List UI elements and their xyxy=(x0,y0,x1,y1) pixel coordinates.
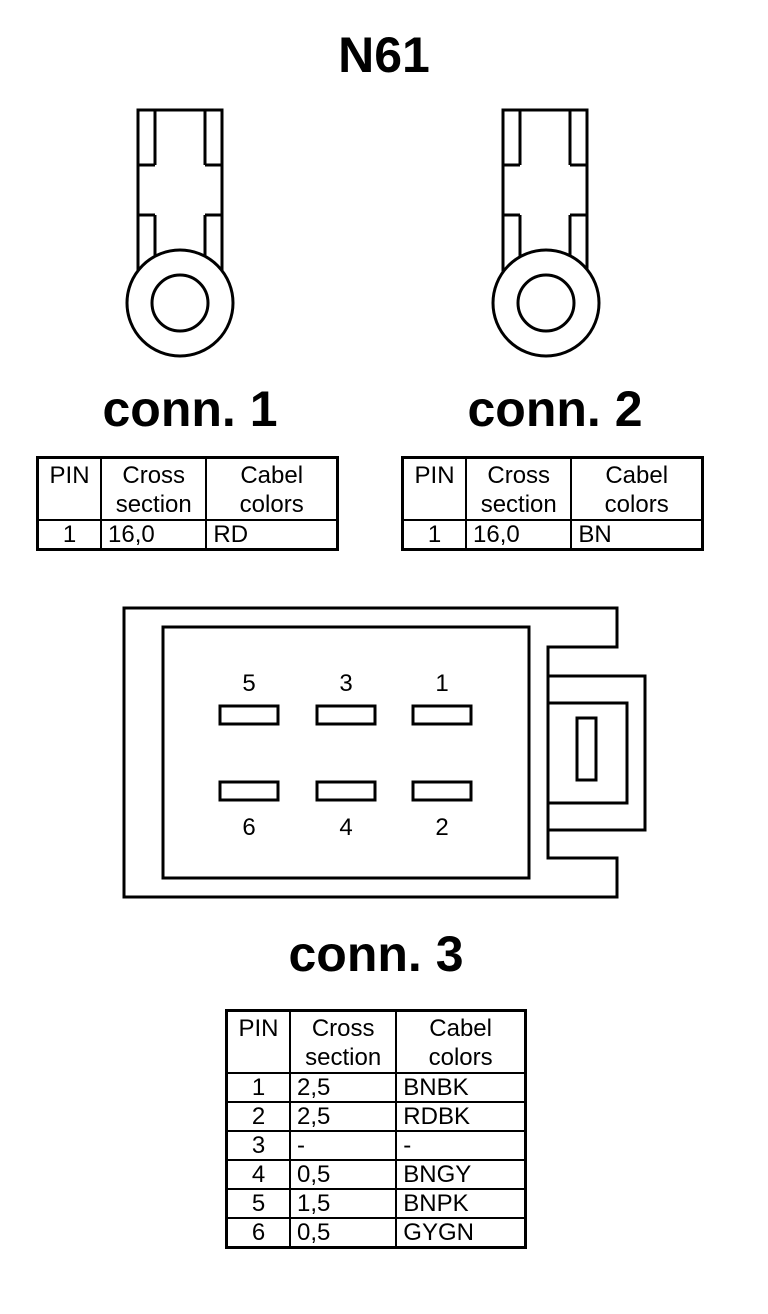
pin-label-2: 2 xyxy=(435,814,449,841)
table-row: 1 16,0 BN xyxy=(401,519,704,551)
pin-label-5: 5 xyxy=(242,670,256,697)
pin-slot-2 xyxy=(411,780,473,802)
pin-slot-3 xyxy=(315,704,377,726)
header-pin: PIN xyxy=(225,1009,292,1074)
table-row: 2 2,5 RDBK xyxy=(225,1101,527,1132)
pin-slot-1 xyxy=(411,704,473,726)
table-row: 6 0,5 GYGN xyxy=(225,1217,527,1249)
header-pin: PIN xyxy=(36,456,103,521)
ring-terminal-conn2 xyxy=(491,108,601,358)
table-row: 4 0,5 BNGY xyxy=(225,1159,527,1190)
table-row: 1 2,5 BNBK xyxy=(225,1072,527,1103)
connector-housing-conn3 xyxy=(122,606,647,899)
conn1-label: conn. 1 xyxy=(102,381,278,437)
table-row: 1 16,0 RD xyxy=(36,519,339,551)
ring-terminal-conn1 xyxy=(125,108,235,358)
pin-label-3: 3 xyxy=(339,670,353,697)
table-row: 5 1,5 BNPK xyxy=(225,1188,527,1219)
pin-slot-5 xyxy=(218,704,280,726)
conn2-label: conn. 2 xyxy=(467,381,643,437)
pin-label-1: 1 xyxy=(435,670,449,697)
pin-slot-4 xyxy=(315,780,377,802)
diagram-title: N61 xyxy=(338,27,430,83)
pin-slot-6 xyxy=(218,780,280,802)
pin-label-6: 6 xyxy=(242,814,256,841)
conn3-label: conn. 3 xyxy=(288,926,464,982)
table-row: 3 - - xyxy=(225,1130,527,1161)
pin-label-4: 4 xyxy=(339,814,353,841)
header-pin: PIN xyxy=(401,456,468,521)
